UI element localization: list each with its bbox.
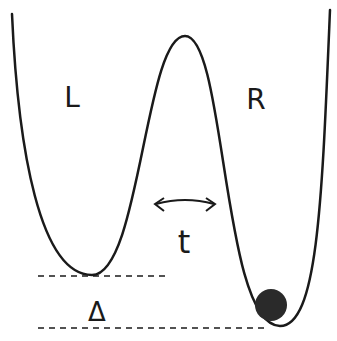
- region-label: Δ: [88, 299, 106, 325]
- region-label: t: [178, 226, 191, 258]
- particle-ball: [255, 289, 287, 321]
- region-label: R: [246, 86, 265, 114]
- potential-curve: [12, 10, 330, 326]
- arrow-head: [206, 198, 215, 211]
- region-label: L: [64, 84, 80, 112]
- energy-level-right: [38, 327, 265, 328]
- tunneling-arrow: [156, 200, 214, 204]
- energy-level-left: [38, 275, 168, 276]
- arrow-head: [155, 198, 164, 211]
